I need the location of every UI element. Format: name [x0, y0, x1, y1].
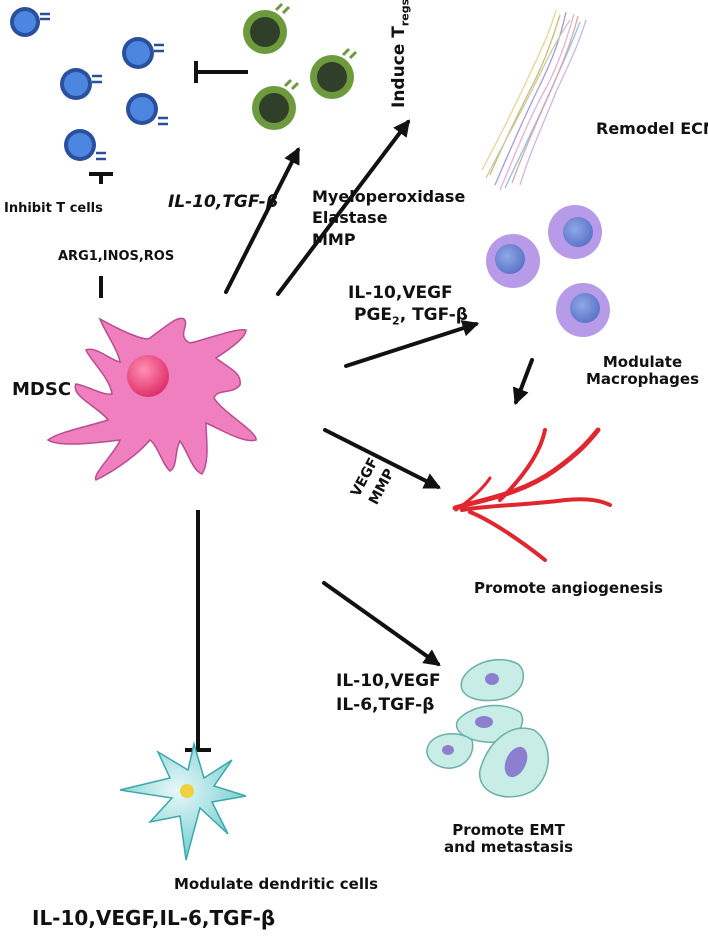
treg-cells [243, 2, 358, 130]
remodel-ecm-label: Remodel ECM [596, 119, 708, 138]
treg-cell [310, 47, 358, 99]
macrophages [486, 205, 610, 337]
promote-emt-label: Promote EMT and metastasis [444, 821, 574, 857]
arg1-label: ARG1,INOS,ROS [58, 249, 175, 264]
t-cells [10, 7, 168, 161]
induce-tregs-label: Induce Tregs [389, 0, 412, 108]
myeloperoxidase-label: Myeloperoxidase [312, 187, 466, 206]
arrow-to-emt [322, 581, 441, 666]
arrow-macrophage-to-vessels [512, 358, 534, 406]
emt-cells [426, 658, 549, 798]
promote-emt-line2: and metastasis [444, 838, 574, 857]
dendritic-cell [119, 741, 247, 861]
macrophage-factors-line1: IL-10,VEGF [348, 283, 453, 303]
emt-cell [426, 733, 474, 769]
modulate-macrophages-label: Modulate Macrophages [586, 353, 700, 389]
emt-factors-line2: IL-6,TGF-β [336, 695, 435, 715]
emt-cell [479, 727, 549, 798]
macrophage-factors-line2: PGE2, TGF-β [354, 305, 468, 328]
treg-cell [243, 2, 291, 54]
inhibit-t-cells-label: Inhibit T cells [4, 201, 103, 216]
ecm-fibers [481, 9, 587, 191]
arrow-to-ecm [276, 119, 411, 296]
blood-vessels [452, 427, 612, 562]
modulate-dendritic-label: Modulate dendritic cells [174, 875, 379, 893]
treg-cell [252, 78, 300, 130]
mmp-label: MMP [312, 230, 356, 249]
inhibition-markers [89, 61, 248, 752]
arrow-to-tregs [224, 147, 300, 294]
macrophage [486, 234, 540, 288]
arrow-to-angiogenesis [323, 428, 441, 489]
macrophage [556, 283, 610, 337]
t-cell [10, 7, 50, 37]
mdsc-label: MDSC [12, 379, 72, 400]
promote-emt-line1: Promote EMT [452, 821, 565, 839]
macrophage [548, 205, 602, 259]
mdsc-cell [46, 317, 257, 481]
modulate-macrophages-line1: Modulate [602, 353, 683, 371]
t-cell [122, 37, 164, 69]
emt-factors-line1: IL-10,VEGF [336, 671, 441, 691]
il10-tgf-label: IL-10,TGF-β [168, 192, 278, 212]
elastase-label: Elastase [312, 208, 388, 227]
arrows [224, 119, 534, 666]
dc-inhibition [185, 510, 211, 752]
treg-inhibits-tcells [194, 61, 248, 83]
t-cell [64, 129, 106, 161]
t-cell [126, 93, 168, 126]
inhibit-t-bar [89, 172, 113, 184]
arrow-to-macrophages [344, 320, 480, 368]
promote-angiogenesis-label: Promote angiogenesis [474, 579, 663, 597]
t-cell [60, 68, 102, 100]
modulate-macrophages-line2: Macrophages [586, 370, 700, 389]
emt-cell [460, 658, 525, 702]
dc-factors-label: IL-10,VEGF,IL-6,TGF-β [32, 906, 276, 930]
